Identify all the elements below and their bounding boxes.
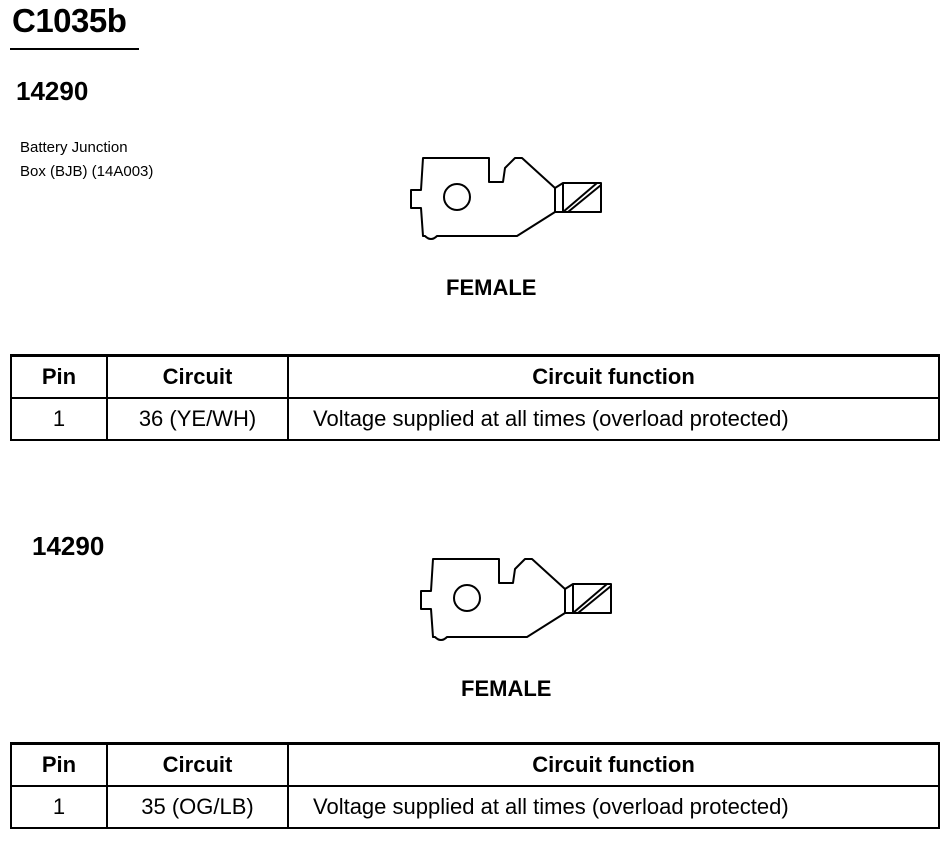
description-line-1: Battery Junction <box>20 139 128 156</box>
cell-circuit-function: Voltage supplied at all times (overload … <box>287 785 940 829</box>
table-row: 1 35 (OG/LB) Voltage supplied at all tim… <box>10 785 940 829</box>
table-header-row: Pin Circuit Circuit function <box>10 742 940 787</box>
cell-circuit: 36 (YE/WH) <box>106 397 289 441</box>
connector-title: C1035b <box>12 2 127 39</box>
gender-label-1: FEMALE <box>446 275 537 300</box>
header-circuit: Circuit <box>106 354 289 399</box>
component-description: Battery Junction Box (BJB) (14A003) <box>20 136 153 184</box>
cell-circuit-function: Voltage supplied at all times (overload … <box>287 397 940 441</box>
cell-pin: 1 <box>10 397 108 441</box>
terminal-connector-icon <box>410 157 602 240</box>
part-number-2: 14290 <box>32 531 105 561</box>
cell-circuit: 35 (OG/LB) <box>106 785 289 829</box>
description-line-2: Box (BJB) (14A003) <box>20 163 154 180</box>
header-pin: Pin <box>10 742 108 787</box>
part-number-1: 14290 <box>16 76 89 106</box>
pin-table-2: Pin Circuit Circuit function 1 35 (OG/LB… <box>10 742 940 829</box>
pin-table-1: Pin Circuit Circuit function 1 36 (YE/WH… <box>10 354 940 441</box>
terminal-connector-icon-2 <box>420 558 612 641</box>
table-row: 1 36 (YE/WH) Voltage supplied at all tim… <box>10 397 940 441</box>
header-circuit: Circuit <box>106 742 289 787</box>
header-pin: Pin <box>10 354 108 399</box>
gender-label-2: FEMALE <box>461 676 552 701</box>
header-circuit-function: Circuit function <box>287 742 940 787</box>
title-underline <box>10 48 139 50</box>
table-header-row: Pin Circuit Circuit function <box>10 354 940 399</box>
cell-pin: 1 <box>10 785 108 829</box>
header-circuit-function: Circuit function <box>287 354 940 399</box>
